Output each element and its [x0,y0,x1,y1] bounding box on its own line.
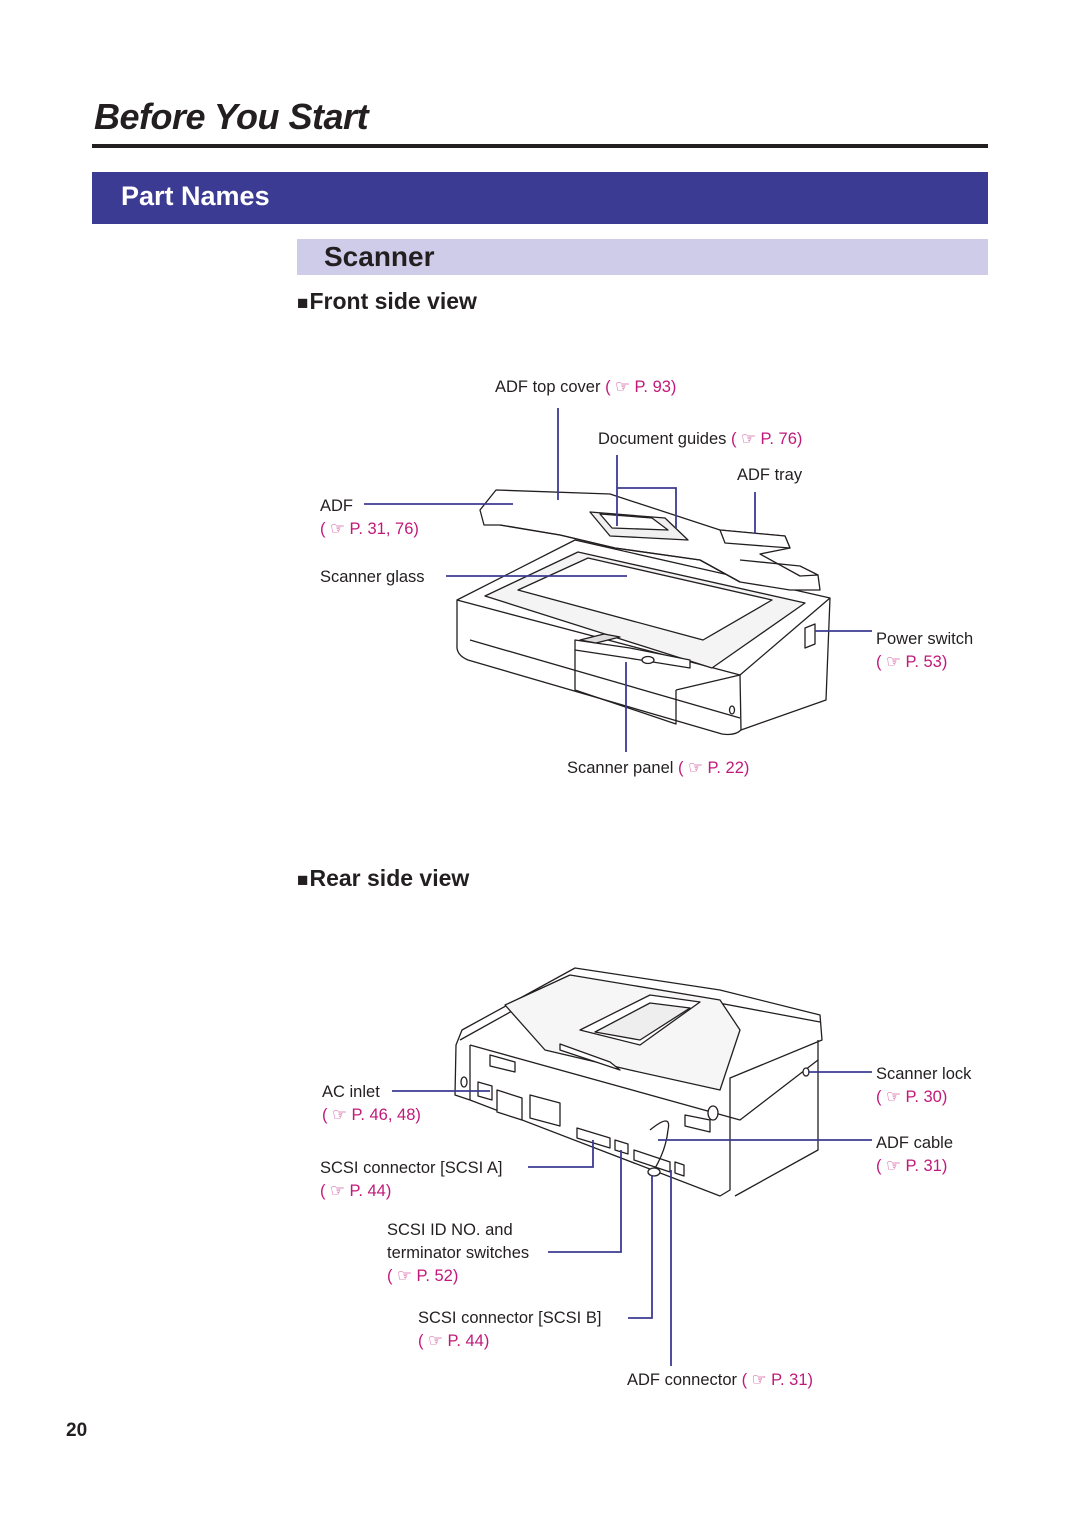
label-text: ADF connector [627,1371,738,1389]
label-adf-top-cover: ADF top cover ( ☞ P. 93) [495,377,676,397]
front-adf-illustration [479,489,821,591]
label-power-switch: Power switch [876,630,974,648]
heading-marker: ■ [297,293,309,314]
label-adf: ADF [320,497,353,515]
page-ref-power-switch: ( ☞ P. 53) [876,653,948,671]
label-scsi-b: SCSI connector [SCSI B] [418,1309,602,1327]
page-ref-scsi-b: ( ☞ P. 44) [418,1332,490,1350]
label-scanner-lock: Scanner lock [876,1065,972,1083]
subsection-title: Scanner [324,241,435,272]
subsection-bar [297,239,988,275]
label-text: Scanner panel [567,759,674,777]
front-scanner-illustration [456,539,831,736]
rear-scanner-illustration [454,967,823,1197]
page-ref: ( ☞ P. 31) [741,1371,813,1389]
page-ref: ( ☞ P. 93) [605,378,677,396]
heading-marker: ■ [297,870,309,891]
page-ref-scsi-id: ( ☞ P. 52) [387,1267,459,1285]
label-text: Document guides [598,430,727,448]
label-adf-tray: ADF tray [737,466,803,484]
label-scsi-a: SCSI connector [SCSI A] [320,1159,503,1177]
chapter-title: Before You Start [94,96,369,137]
page-ref-adf: ( ☞ P. 31, 76) [320,520,419,538]
section-bar [92,172,988,224]
label-ac-inlet: AC inlet [322,1083,380,1101]
front-view-heading-text: Front side view [309,288,477,314]
label-scanner-panel: Scanner panel ( ☞ P. 22) [567,758,749,778]
label-text: ADF top cover [495,378,601,396]
label-adf-cable: ADF cable [876,1134,954,1152]
chapter-rule [92,144,988,148]
page-ref: ( ☞ P. 76) [731,430,803,448]
rear-view-heading-text: Rear side view [309,865,470,891]
section-title: Part Names [121,181,270,211]
front-view-heading: ■Front side view [297,288,477,315]
page-number: 20 [66,1420,88,1441]
label-scanner-glass: Scanner glass [320,568,425,586]
leader-lines [364,408,872,1366]
rear-view-heading: ■Rear side view [297,865,469,892]
page-ref-scsi-a: ( ☞ P. 44) [320,1182,392,1200]
page-ref-scanner-lock: ( ☞ P. 30) [876,1088,948,1106]
page-ref: ( ☞ P. 22) [678,759,750,777]
label-scsi-id-line1: SCSI ID NO. and [387,1221,513,1239]
page-ref-ac-inlet: ( ☞ P. 46, 48) [322,1106,421,1124]
label-document-guides: Document guides ( ☞ P. 76) [598,429,802,449]
label-adf-connector: ADF connector ( ☞ P. 31) [627,1370,813,1390]
page-ref-adf-cable: ( ☞ P. 31) [876,1157,948,1175]
label-scsi-id-line2: terminator switches [387,1244,530,1262]
